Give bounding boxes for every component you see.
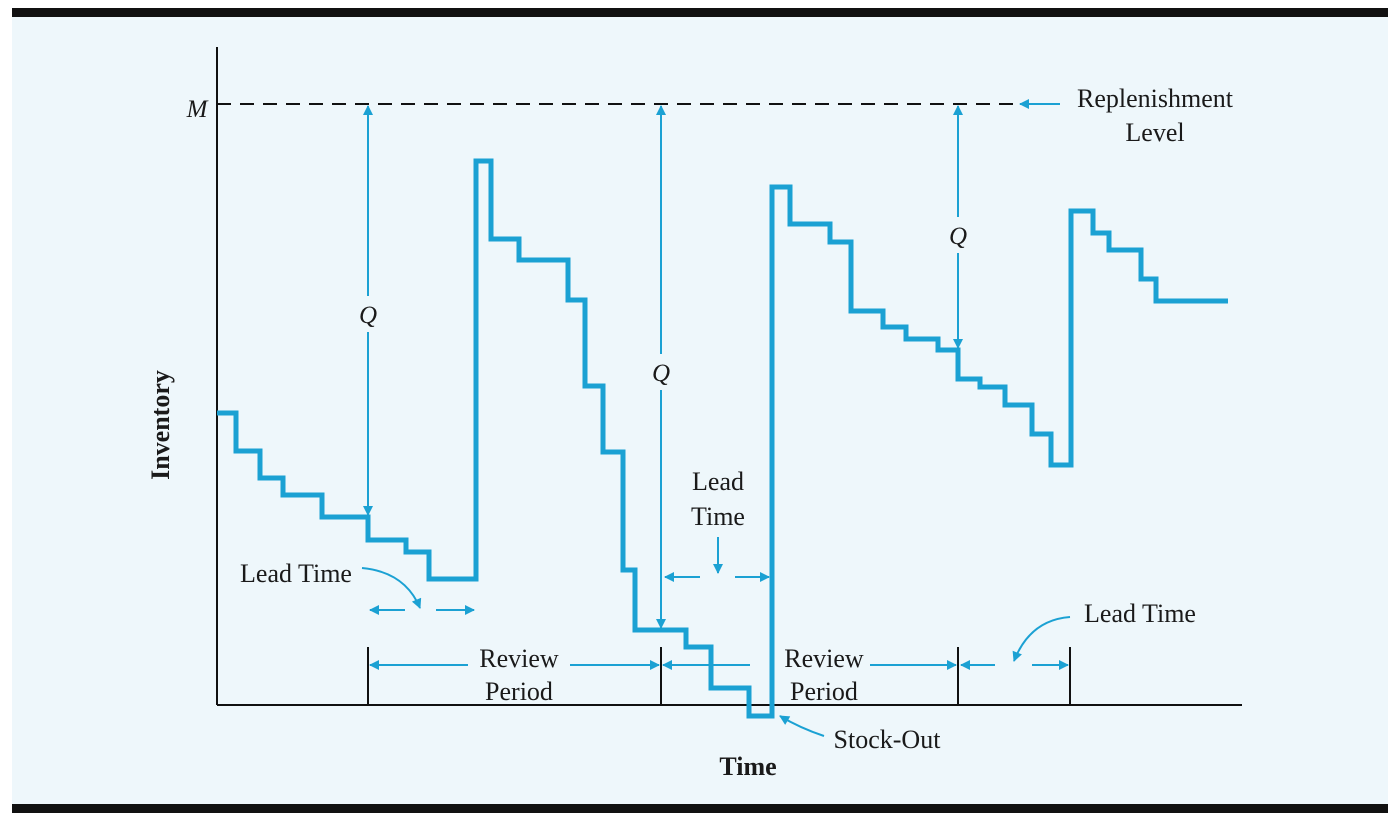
bottom-frame-bar bbox=[12, 804, 1388, 813]
review-period-label-2-line1: Review bbox=[784, 644, 864, 673]
inventory-level-line bbox=[217, 158, 1228, 719]
panel-background bbox=[12, 15, 1388, 806]
top-frame-bar bbox=[12, 8, 1388, 17]
lead-time-pointer-3 bbox=[1012, 616, 1071, 662]
review-period-label-1-line1: Review bbox=[479, 644, 559, 673]
lead-time-label-2-line1: Lead bbox=[692, 467, 744, 496]
stock-out-pointer bbox=[779, 715, 825, 737]
q-label-1: Q bbox=[359, 302, 377, 329]
review-period-label-1-line2: Period bbox=[485, 677, 553, 706]
q-label-2: Q bbox=[652, 360, 670, 387]
lead-time-label-3: Lead Time bbox=[1084, 599, 1196, 628]
lead-time-label-1: Lead Time bbox=[240, 559, 352, 588]
lead-time-pointer-1 bbox=[361, 567, 422, 609]
replenishment-label-line1: Replenishment bbox=[1077, 84, 1234, 113]
review-period-label-2-line2: Period bbox=[790, 677, 858, 706]
replenishment-label-line2: Level bbox=[1125, 118, 1184, 147]
max-level-label: M bbox=[186, 96, 209, 123]
x-axis-label: Time bbox=[719, 752, 776, 781]
lead-time-label-2-line2: Time bbox=[691, 502, 745, 531]
q-label-3: Q bbox=[949, 223, 967, 250]
stock-out-label: Stock-Out bbox=[834, 725, 942, 754]
y-axis-label: Inventory bbox=[146, 370, 175, 480]
